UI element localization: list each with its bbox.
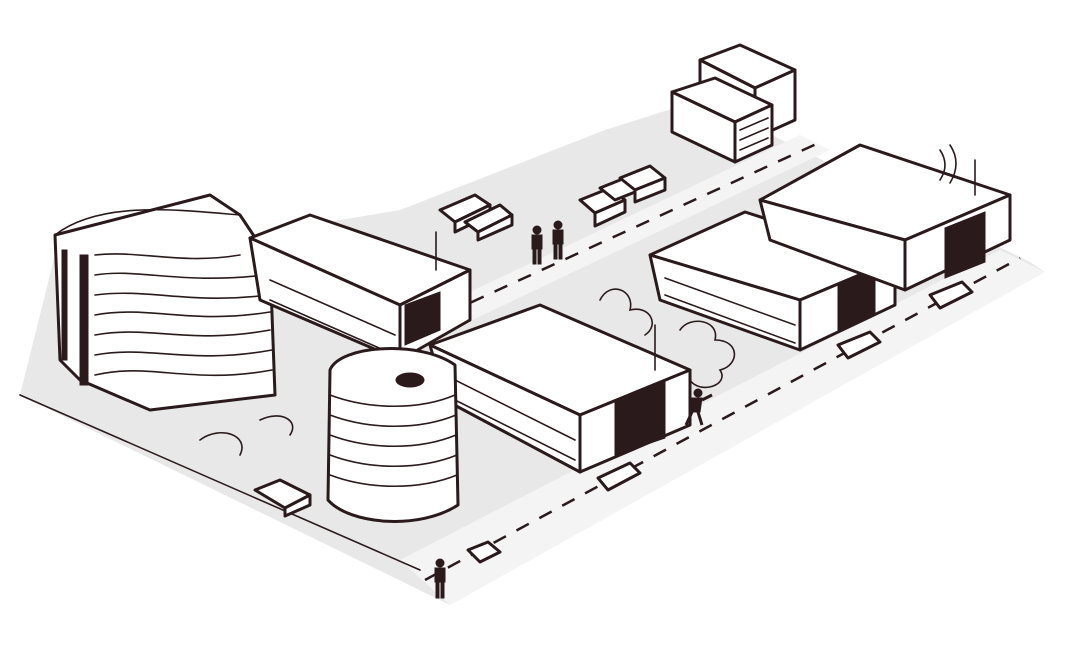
stacked-crates bbox=[670, 43, 797, 164]
warehouse-c bbox=[648, 210, 897, 352]
vehicles bbox=[253, 164, 974, 564]
front-road-lane-markings bbox=[424, 256, 1021, 582]
tall-office-building bbox=[53, 193, 277, 412]
warehouse-d bbox=[758, 143, 1012, 292]
back-road bbox=[390, 135, 830, 345]
van bbox=[928, 280, 974, 310]
truck bbox=[253, 478, 312, 518]
person-icon bbox=[434, 558, 446, 599]
running-person-icon bbox=[684, 388, 713, 426]
front-road bbox=[400, 250, 1045, 605]
truck bbox=[618, 164, 667, 204]
person-icon bbox=[531, 225, 543, 265]
ground-edge bbox=[19, 394, 421, 571]
van bbox=[596, 461, 642, 492]
warehouse-b bbox=[428, 303, 692, 474]
round-office-building bbox=[326, 347, 460, 523]
trees bbox=[199, 288, 736, 456]
car bbox=[466, 540, 502, 564]
truck bbox=[463, 203, 514, 242]
person-icon bbox=[552, 220, 564, 260]
warehouse-a bbox=[248, 213, 472, 362]
van bbox=[836, 330, 882, 360]
people bbox=[434, 220, 713, 599]
